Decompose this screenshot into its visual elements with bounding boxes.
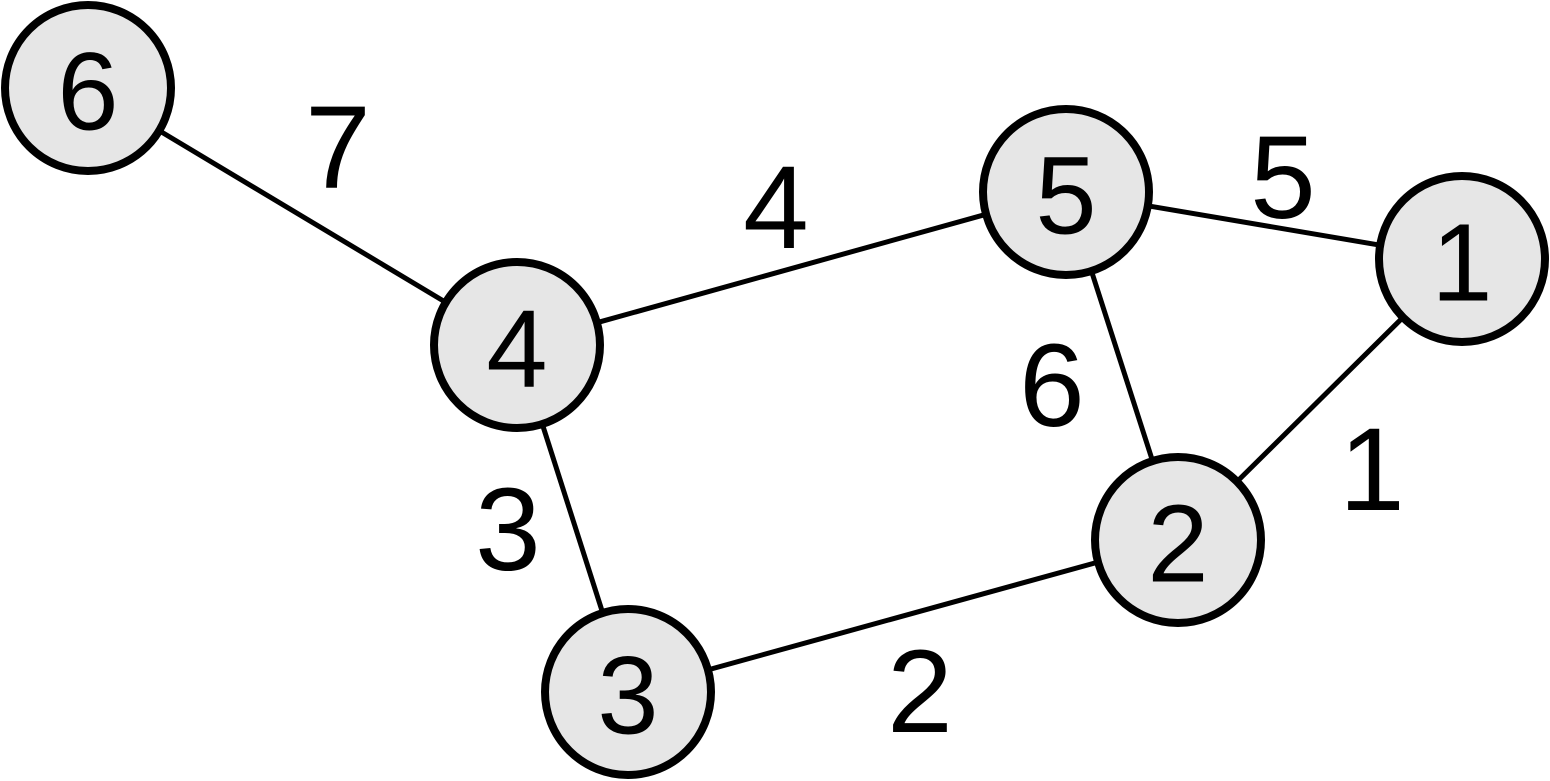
edge-4-5 [596, 211, 987, 326]
edge-weight-5-2: 6 [1019, 320, 1085, 452]
node-circle-6 [1, 1, 175, 175]
node-label-5: 5 [1035, 135, 1096, 258]
node-label-1: 1 [1431, 202, 1492, 325]
edge-1-2 [1235, 315, 1405, 484]
node-circle-1 [1375, 172, 1549, 346]
node-5: 5 [979, 105, 1153, 279]
edge-weight-6-4: 7 [305, 82, 371, 214]
node-6: 6 [1, 1, 175, 175]
edge-weight-4-3: 3 [475, 464, 541, 596]
node-circle-2 [1091, 453, 1265, 627]
node-label-3: 3 [597, 635, 658, 758]
node-label-2: 2 [1147, 483, 1208, 606]
node-circle-5 [979, 105, 1153, 279]
edges-layer [157, 128, 1405, 673]
node-label-4: 4 [486, 288, 547, 411]
edge-5-1 [1147, 203, 1381, 248]
node-2: 2 [1091, 453, 1265, 627]
edge-5-2 [1089, 270, 1155, 462]
edge-3-2 [707, 559, 1099, 673]
node-1: 1 [1375, 172, 1549, 346]
node-3: 3 [541, 605, 715, 779]
edge-weight-3-2: 2 [887, 626, 953, 758]
edge-weight-5-1: 5 [1250, 112, 1316, 244]
node-label-6: 6 [57, 31, 118, 154]
edge-4-3 [539, 423, 606, 614]
edge-weight-1-2: 1 [1339, 404, 1405, 536]
node-circle-4 [430, 258, 604, 432]
node-circle-3 [541, 605, 715, 779]
edge-6-4 [157, 128, 448, 305]
node-4: 4 [430, 258, 604, 432]
edge-weight-4-5: 4 [743, 142, 809, 274]
